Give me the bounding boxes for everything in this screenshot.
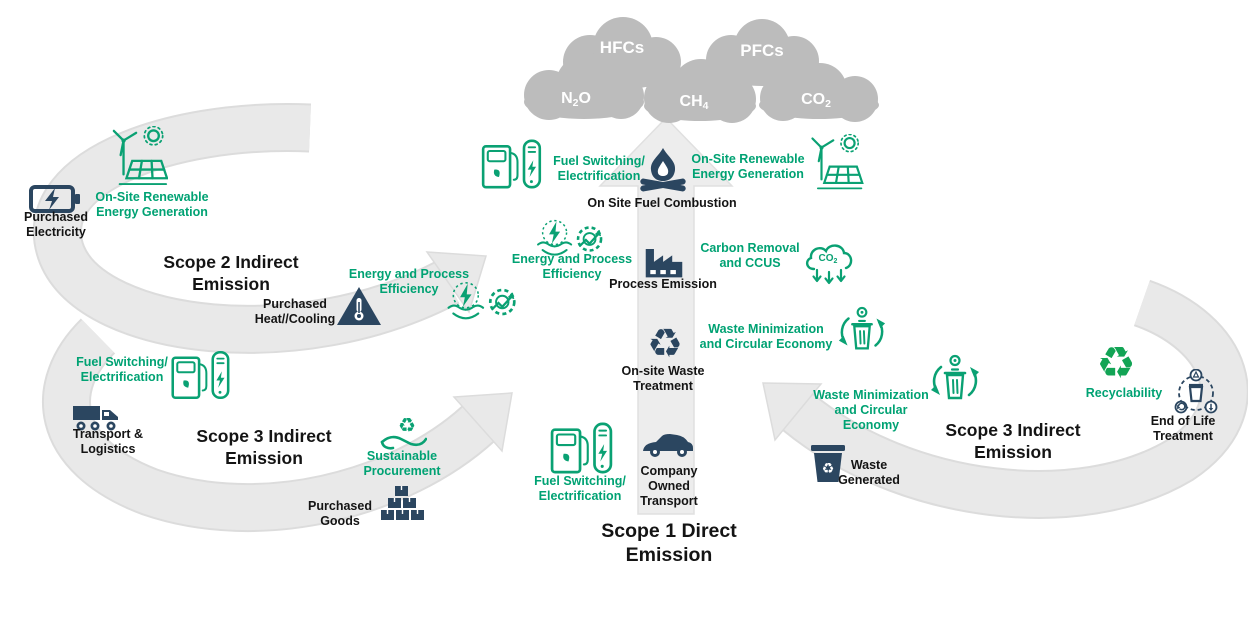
ev-charging-pumps-icon bbox=[478, 138, 544, 190]
scope1-up-arrow bbox=[598, 116, 734, 515]
svg-text:♻: ♻ bbox=[822, 461, 835, 477]
truck-icon bbox=[72, 401, 122, 433]
waste-bin-icon: ♻ bbox=[809, 441, 847, 483]
label-fuel-switching-scope3-left: Fuel Switching/Electrification bbox=[76, 355, 168, 384]
end-of-life-treatment-icon bbox=[1174, 368, 1218, 417]
ev-charging-pumps-icon bbox=[546, 421, 616, 475]
car-icon bbox=[641, 431, 695, 459]
cloud-label-ch4: CH4 bbox=[680, 93, 709, 112]
recycle-arrows-icon: ♻ bbox=[643, 320, 687, 367]
cloud-label-pfcs: PFCs bbox=[740, 41, 783, 60]
campfire-icon bbox=[638, 146, 688, 198]
cloud-ch4 bbox=[644, 59, 756, 123]
scope3-right-arc-arrowhead bbox=[762, 382, 823, 442]
scope2-arc bbox=[32, 103, 487, 354]
cloud-n2o bbox=[524, 55, 644, 120]
svg-text:CO2: CO2 bbox=[819, 253, 838, 265]
label-onsite-fuel-combustion: On Site Fuel Combustion bbox=[587, 196, 737, 210]
label-fuel-switching-bottom: Fuel Switching/Electrification bbox=[534, 474, 626, 503]
cloud-pfcs bbox=[706, 19, 819, 86]
purchased-electricity-battery-icon bbox=[28, 180, 80, 218]
svg-text:♻: ♻ bbox=[398, 413, 416, 437]
scope3-left-arc bbox=[42, 318, 513, 532]
gas-clouds bbox=[524, 17, 879, 123]
cloud-label-co2: CO2 bbox=[801, 91, 831, 110]
cloud-label-hfcs: HFCs bbox=[600, 38, 644, 57]
scope3-left-arc-arrowhead bbox=[452, 392, 513, 453]
heat-thermometer-warning-icon bbox=[336, 286, 382, 326]
scope3-right-arc bbox=[762, 279, 1248, 519]
renewable-energy-icon bbox=[808, 133, 864, 192]
label-fuel-switching-top: Fuel Switching/Electrification bbox=[553, 154, 645, 183]
label-recyclability: Recyclability bbox=[1085, 386, 1163, 400]
stacked-goods-icon bbox=[380, 485, 424, 525]
scope2-arc-arrowhead bbox=[425, 251, 487, 314]
waste-minimization-bin-cycle-icon bbox=[836, 306, 888, 358]
ev-charging-pumps-icon bbox=[170, 346, 230, 404]
factory-icon bbox=[643, 239, 685, 281]
energy-efficiency-hands-gear-icon bbox=[446, 278, 524, 326]
recycle-symbol-icon: ♻ bbox=[1092, 338, 1140, 389]
label-process-emission: Process Emission bbox=[609, 277, 717, 291]
waste-minimization-bin-cycle-icon bbox=[928, 354, 982, 408]
svg-text:♻: ♻ bbox=[647, 321, 683, 364]
svg-text:♻: ♻ bbox=[1096, 338, 1135, 386]
label-transport-logistics: Transport &Logistics bbox=[72, 427, 144, 456]
cloud-label-n2o: N2O bbox=[561, 90, 591, 109]
cloud-co2 bbox=[759, 63, 879, 122]
co2-capture-cloud-icon: CO2 bbox=[802, 239, 858, 285]
renewable-energy-icon bbox=[110, 125, 169, 188]
hand-recycle-icon: ♻ bbox=[379, 408, 428, 452]
energy-efficiency-hands-gear-icon bbox=[534, 216, 612, 262]
